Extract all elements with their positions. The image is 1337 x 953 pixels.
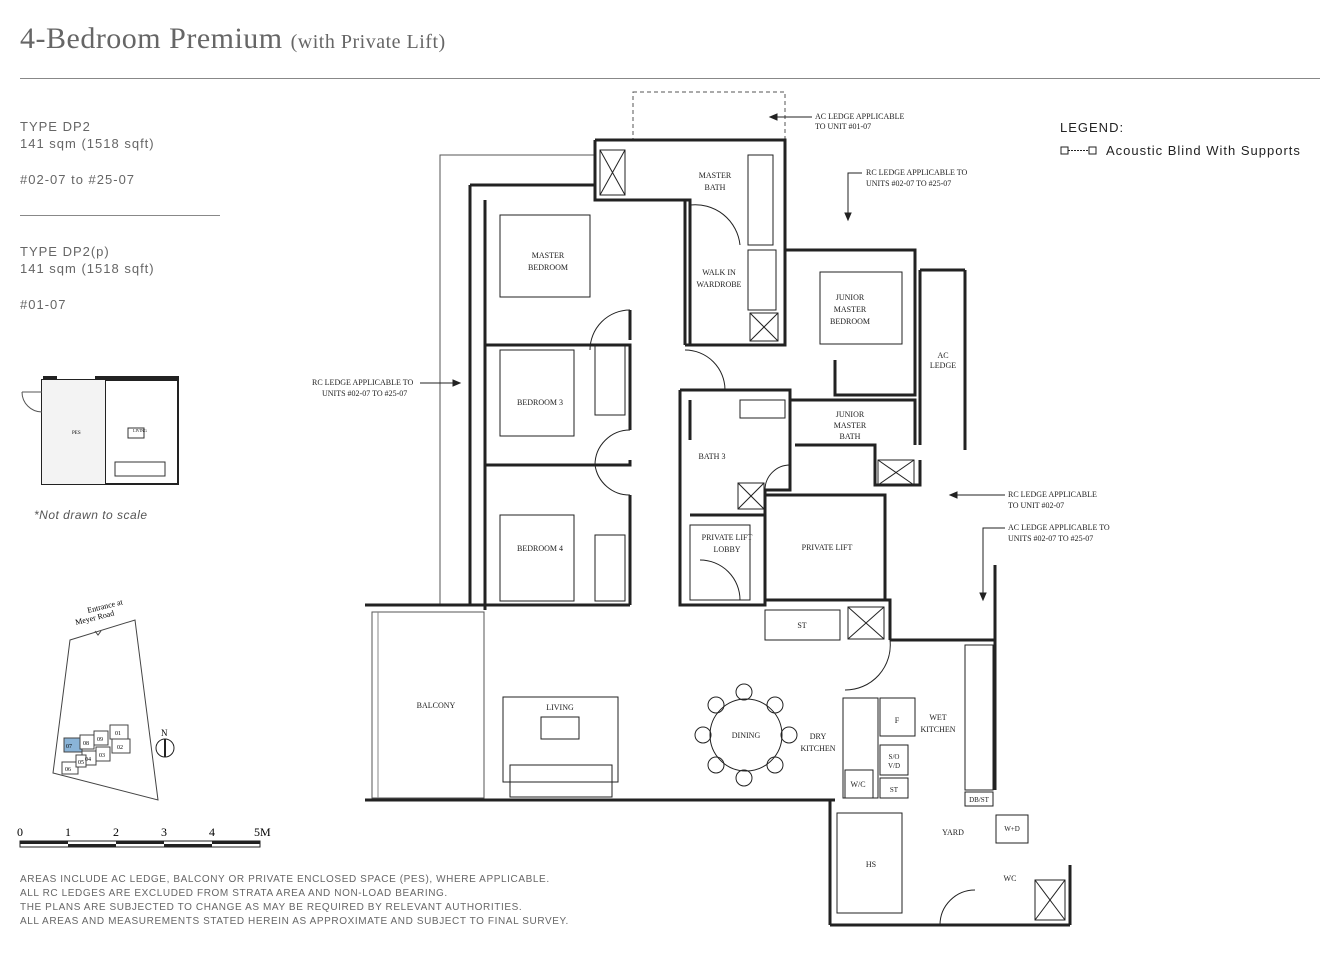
site-blocks: 07 08 09 01 02 03 04 05 06	[61, 724, 131, 775]
room-label: BATH	[705, 183, 726, 192]
block-label: 03	[99, 753, 105, 759]
block-label: 04	[85, 757, 91, 763]
north-arrow-icon: N	[155, 728, 175, 758]
key-plan: Entrance at Meyer Road 07 08 09 01 02 03…	[52, 597, 175, 801]
room-label: BEDROOM	[528, 263, 568, 272]
footer-line: ALL RC LEDGES ARE EXCLUDED FROM STRATA A…	[20, 888, 448, 899]
scale-label: 5M	[254, 825, 271, 839]
title-sub: (with Private Lift)	[290, 31, 446, 53]
scale-label: 2	[113, 825, 119, 839]
scale-label: 0	[17, 825, 23, 839]
room-label: PRIVATE LIFT	[702, 533, 753, 542]
room-label: BALCONY	[417, 701, 456, 710]
block-label: 08	[83, 741, 89, 747]
room-label: LEDGE	[930, 361, 956, 370]
scale-label: 1	[65, 825, 71, 839]
room-label: S/O	[889, 753, 900, 761]
room-label: V/D	[888, 762, 900, 770]
legend: LEGEND: Acoustic Blind With Supports	[1060, 120, 1301, 158]
footer-line: AREAS INCLUDE AC LEDGE, BALCONY OR PRIVA…	[20, 874, 550, 885]
annotation-text: AC LEDGE APPLICABLE TO	[1008, 523, 1110, 532]
type-area: 141 sqm (1518 sqft)	[20, 261, 155, 276]
page-title: 4-Bedroom Premium (with Private Lift)	[20, 22, 446, 56]
type-name: TYPE DP2(p)	[20, 244, 110, 259]
room-label: YARD	[942, 828, 964, 837]
room-label: HS	[866, 860, 876, 869]
room-label: MASTER	[834, 305, 867, 314]
block-label: 02	[117, 745, 123, 751]
type-dp2-block: TYPE DP2 141 sqm (1518 sqft) #02-07 to #…	[20, 118, 155, 188]
room-label: BATH	[840, 432, 861, 441]
room-label: W+D	[1004, 825, 1020, 833]
room-label: MASTER	[532, 251, 565, 260]
room-label: BATH 3	[699, 452, 726, 461]
mini-living-label: LIVING	[133, 428, 147, 433]
legend-item-label: Acoustic Blind With Supports	[1106, 143, 1301, 158]
room-label: AC	[937, 351, 948, 360]
room-label: MASTER	[699, 171, 732, 180]
type-name: TYPE DP2	[20, 119, 91, 134]
room-label: ST	[797, 621, 806, 630]
type-units: #01-07	[20, 297, 67, 312]
room-label: WC	[1004, 874, 1017, 883]
room-label: DRY	[810, 732, 827, 741]
type-dp2p-block: TYPE DP2(p) 141 sqm (1518 sqft) #01-07	[20, 243, 155, 313]
room-label: LIVING	[546, 703, 574, 712]
not-to-scale-note: *Not drawn to scale	[34, 508, 148, 522]
room-label: DINING	[732, 731, 761, 740]
annotation-text: AC LEDGE APPLICABLE	[815, 112, 904, 121]
room-label: JUNIOR	[836, 410, 865, 419]
scale-bar: 0 1 2 3 4 5M	[17, 825, 271, 848]
scale-label: 4	[209, 825, 215, 839]
room-label: BEDROOM 3	[517, 398, 563, 407]
annotation-text: RC LEDGE APPLICABLE TO	[312, 378, 413, 387]
room-label: ST	[890, 786, 899, 794]
footer-line: THE PLANS ARE SUBJECTED TO CHANGE AS MAY…	[20, 902, 523, 913]
room-label: BEDROOM 4	[517, 544, 563, 553]
room-label: BEDROOM	[830, 317, 870, 326]
room-label: KITCHEN	[920, 725, 955, 734]
room-label: LOBBY	[713, 545, 740, 554]
acoustic-blind-icon	[1060, 146, 1097, 154]
room-label: MASTER	[834, 421, 867, 430]
room-label: WARDROBE	[697, 280, 742, 289]
annotation-text: RC LEDGE APPLICABLE	[1008, 490, 1097, 499]
mini-pes-label: PES	[72, 431, 81, 436]
room-label: W/C	[850, 780, 865, 789]
type-units: #02-07 to #25-07	[20, 172, 136, 187]
annotation-text: UNITS #02-07 TO #25-07	[1008, 534, 1093, 543]
block-label: 07	[66, 744, 72, 750]
info-divider	[20, 215, 220, 216]
north-label: N	[161, 728, 168, 738]
footer-notes: AREAS INCLUDE AC LEDGE, BALCONY OR PRIVA…	[20, 873, 569, 929]
annotation-text: TO UNIT #01-07	[815, 122, 871, 131]
type-area: 141 sqm (1518 sqft)	[20, 136, 155, 151]
room-label: WET	[929, 713, 946, 722]
leader-arrows	[420, 113, 1005, 602]
annotation-text: UNITS #02-07 TO #25-07	[866, 179, 951, 188]
title-divider	[20, 78, 1320, 79]
block-label: 06	[65, 767, 71, 773]
room-label: DB/ST	[969, 796, 990, 804]
scale-label: 3	[161, 825, 167, 839]
room-label: KITCHEN	[800, 744, 835, 753]
block-label: 01	[115, 731, 121, 737]
block-label: 05	[78, 760, 84, 766]
block-label: 09	[97, 737, 103, 743]
legend-item: Acoustic Blind With Supports	[1060, 143, 1301, 158]
footer-line: ALL AREAS AND MEASUREMENTS STATED HEREIN…	[20, 916, 569, 927]
room-label: JUNIOR	[836, 293, 865, 302]
annotation-text: UNITS #02-07 TO #25-07	[322, 389, 407, 398]
legend-heading: LEGEND:	[1060, 120, 1125, 135]
mini-location-plan: PES LIVING	[21, 376, 179, 485]
annotation-text: RC LEDGE APPLICABLE TO	[866, 168, 967, 177]
title-main: 4-Bedroom Premium	[20, 22, 283, 55]
room-label: F	[895, 716, 900, 725]
room-label: WALK IN	[702, 268, 736, 277]
annotation-text: TO UNIT #02-07	[1008, 501, 1064, 510]
room-label: PRIVATE LIFT	[802, 543, 853, 552]
